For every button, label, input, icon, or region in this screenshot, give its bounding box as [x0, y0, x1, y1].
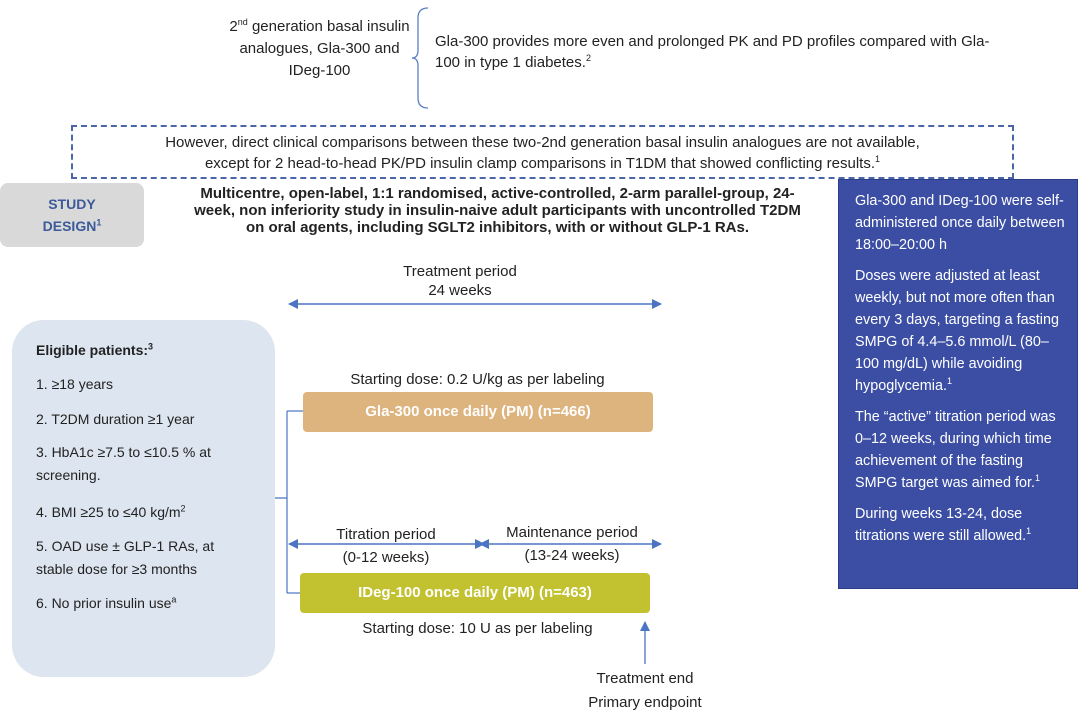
note-line-1: However, direct clinical comparisons bet… [165, 134, 920, 151]
badge-line-1: STUDY [48, 196, 96, 212]
criterion-1: 1. ≥18 years [36, 376, 113, 392]
treatment-period-label: Treatment period 24 weeks [403, 263, 517, 299]
reference-marker: 1 [96, 217, 102, 228]
criterion-6: 6. No prior insulin usea [36, 594, 177, 611]
generation-ordinal: nd [237, 17, 248, 27]
study-description: Multicentre, open-label, 1:1 randomised,… [194, 185, 801, 236]
generation-text: generation basal insulin analogues, Gla-… [239, 18, 410, 79]
generation-number: 2 [229, 18, 238, 35]
study-design-badge: STUDY DESIGN1 [0, 183, 144, 247]
gla-300-arm: Gla-300 once daily (PM) (n=466) [303, 392, 653, 432]
reference-marker: 3 [148, 341, 154, 352]
criterion-5: 5. OAD use ± GLP-1 RAs, at stable dose f… [36, 538, 215, 577]
criterion-2: 2. T2DM duration ≥1 year [36, 411, 195, 427]
criterion-4: 4. BMI ≥25 to ≤40 kg/m2 [36, 503, 186, 520]
maintenance-period-label: Maintenance period (13-24 weeks) [506, 524, 638, 564]
gla-starting-dose: Starting dose: 0.2 U/kg as per labeling [350, 371, 605, 388]
titration-info-panel: Gla-300 and IDeg-100 were self-administe… [838, 179, 1078, 589]
generation-description: Gla-300 provides more even and prolonged… [435, 33, 990, 71]
reference-marker: 2 [585, 53, 591, 63]
ideg-starting-dose: Starting dose: 10 U as per labeling [362, 620, 593, 637]
criterion-3: 3. HbA1c ≥7.5 to ≤10.5 % at screening. [36, 444, 211, 483]
badge-line-2: DESIGN1 [42, 217, 102, 234]
titration-period-label: Titration period (0-12 weeks) [336, 526, 436, 566]
comparison-note-box: However, direct clinical comparisons bet… [71, 125, 1014, 179]
info-maintenance-titration: During weeks 13-24, dose titrations were… [855, 506, 1032, 544]
reference-marker: 1 [875, 154, 881, 164]
info-active-titration: The “active” titration period was 0–12 w… [855, 409, 1056, 491]
generation-label: 2nd generation basal insulin analogues, … [222, 16, 417, 82]
eligible-patients-box [12, 320, 275, 677]
note-line-2: except for 2 head-to-head PK/PD insulin … [204, 154, 881, 173]
treatment-end-label: Treatment end Primary endpoint [588, 670, 702, 711]
curly-brace [411, 7, 429, 109]
ideg-100-arm: IDeg-100 once daily (PM) (n=463) [300, 573, 650, 613]
info-dose-adjustment: Doses were adjusted at least weekly, but… [855, 268, 1059, 394]
info-dosing-time: Gla-300 and IDeg-100 were self-administe… [855, 193, 1065, 253]
eligible-patients-title: Eligible patients:3 [36, 341, 154, 358]
